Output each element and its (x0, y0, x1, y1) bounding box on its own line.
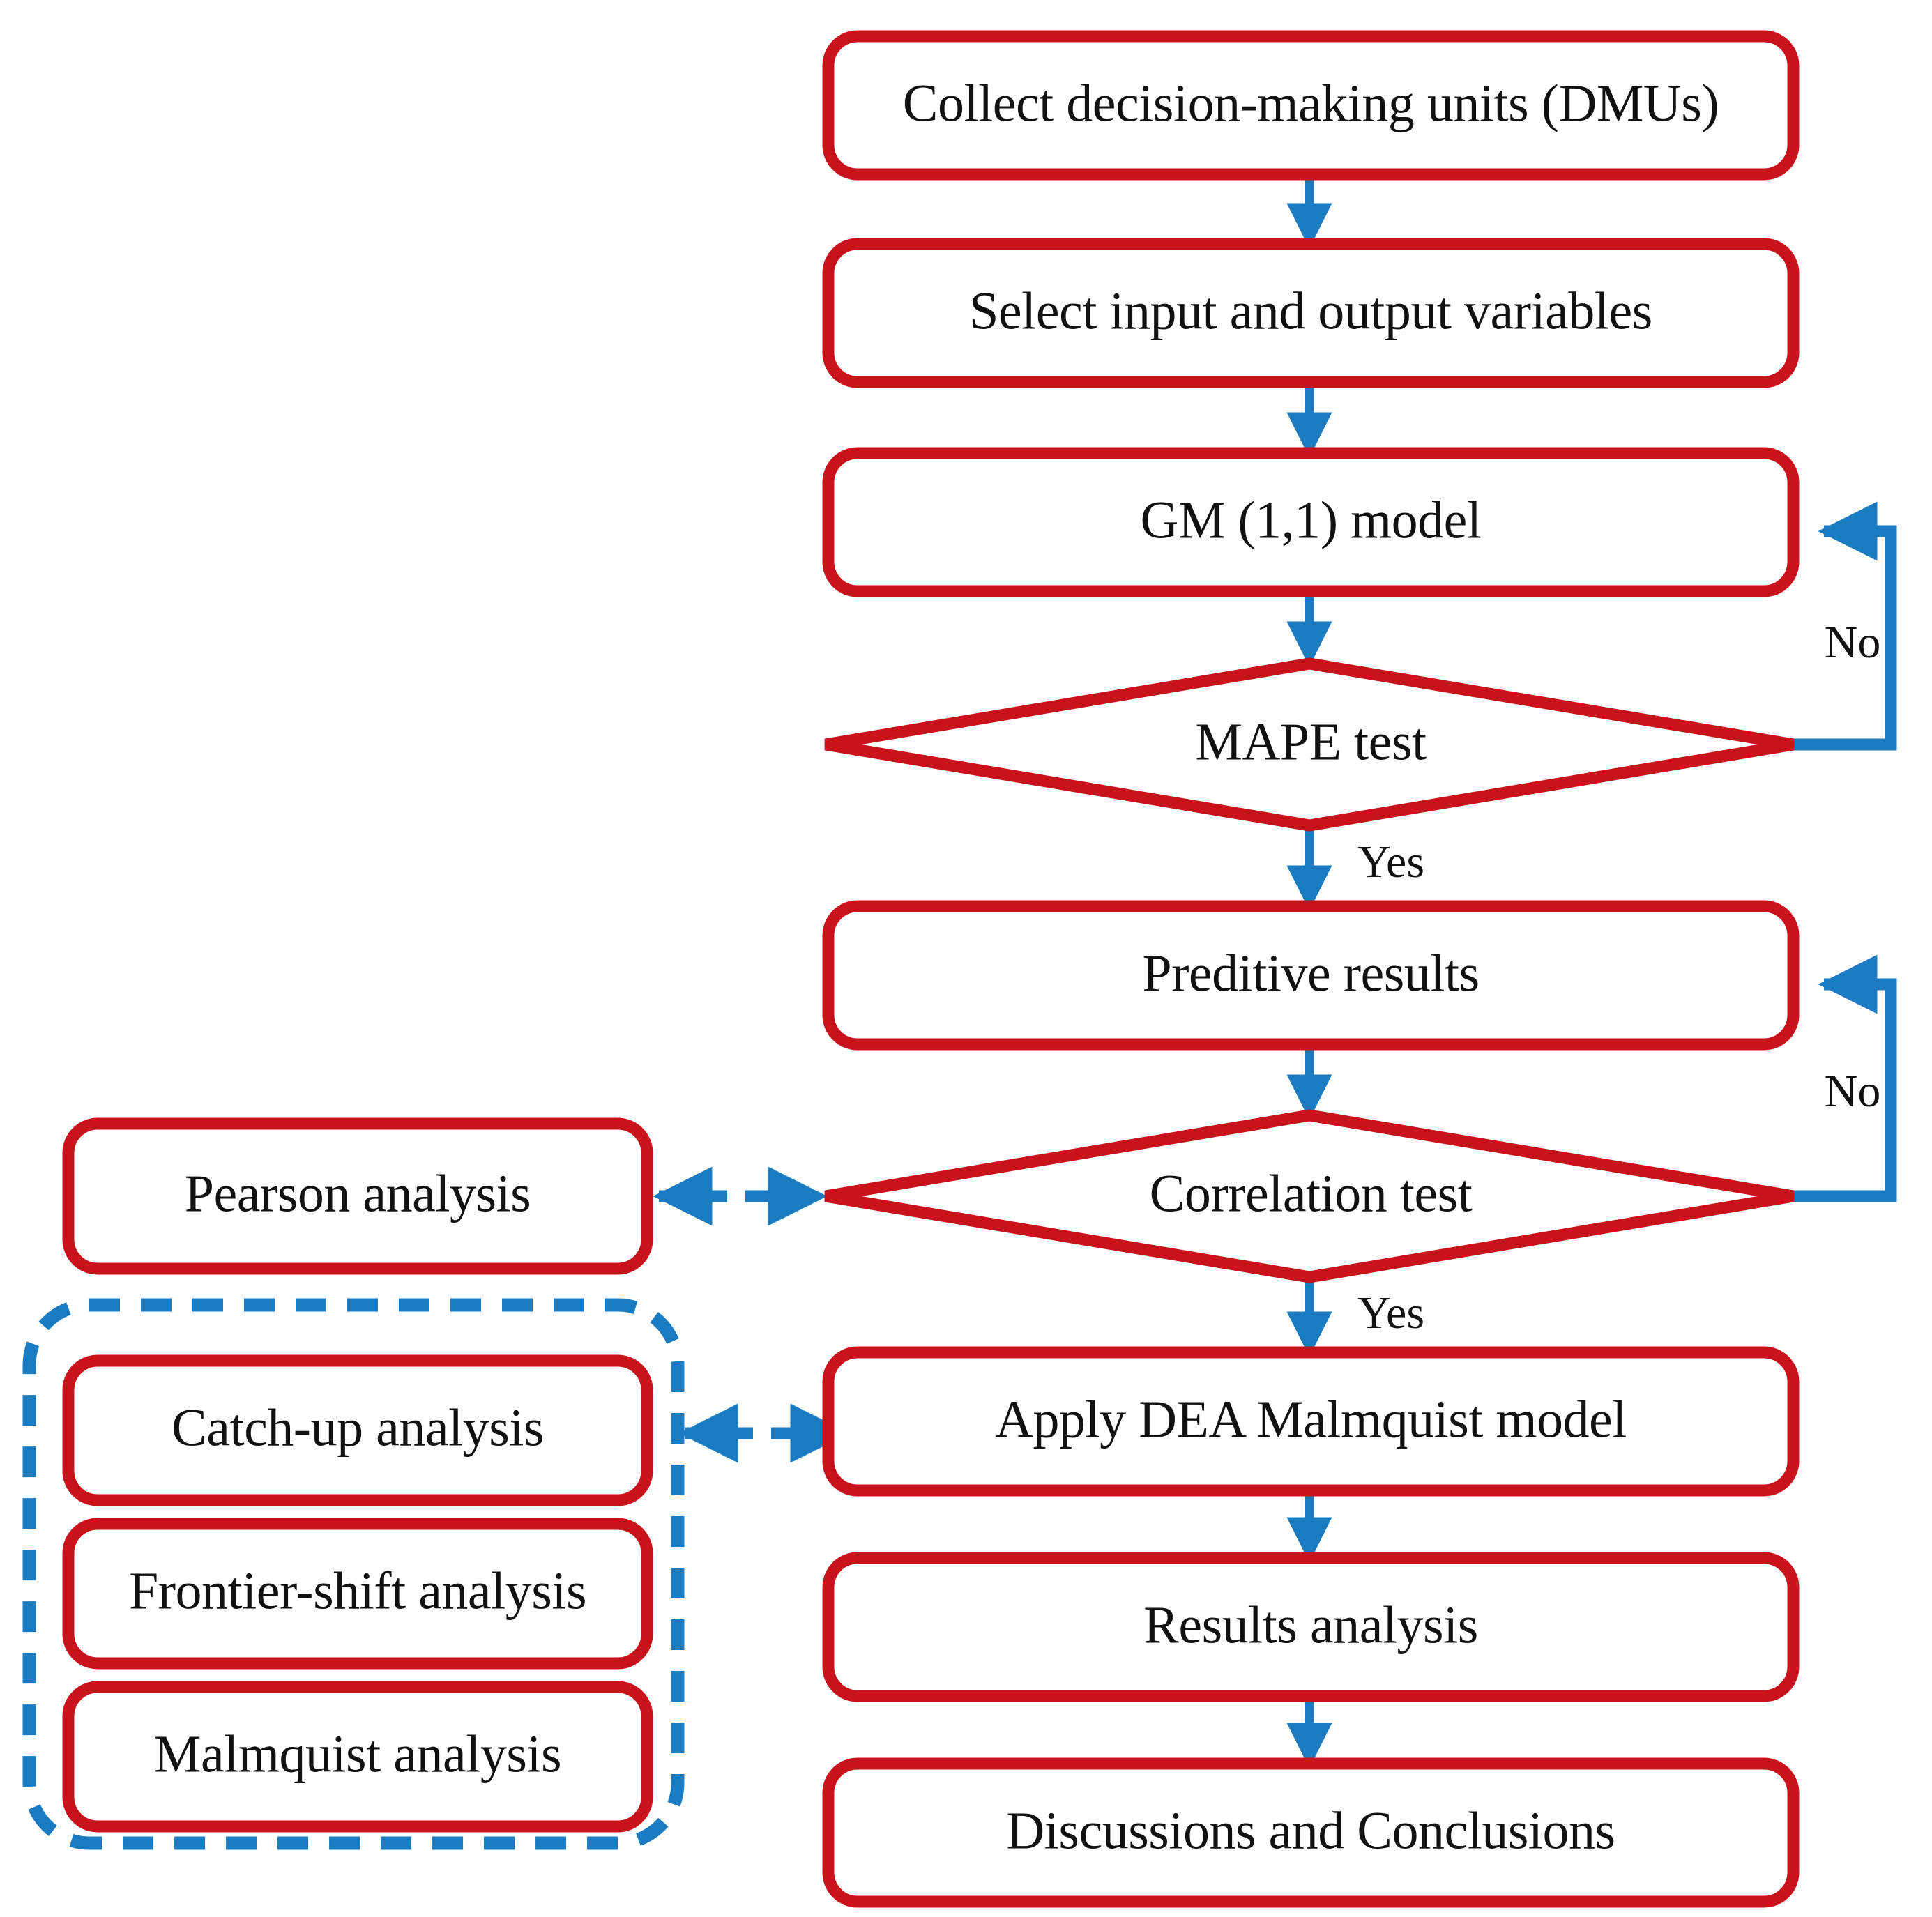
malmquist-analysis-box[interactable] (62, 1681, 653, 1833)
node-correlation-test[interactable]: Correlation test (824, 1109, 1795, 1283)
arrow-correlation-no-feedback (1793, 954, 1897, 1202)
mape-test-diamond[interactable] (824, 657, 1795, 832)
frontier-shift-analysis-box[interactable] (62, 1518, 653, 1670)
select-variables-label: Select input and output variables (969, 282, 1652, 340)
node-malmquist-analysis[interactable]: Malmquist analysis (62, 1681, 653, 1833)
collect-dmus-box[interactable] (822, 30, 1800, 181)
gm-model-label: GM (1,1) model (1140, 491, 1481, 549)
node-discussions-conclusions[interactable]: Discussions and Conclusions (822, 1757, 1800, 1908)
catch-up-analysis-label: Catch-up analysis (172, 1398, 544, 1457)
malmquist-analysis-label: Malmquist analysis (154, 1725, 561, 1783)
correlation-test-label: Correlation test (1150, 1164, 1473, 1223)
node-catch-up-analysis[interactable]: Catch-up analysis (62, 1354, 653, 1506)
node-apply-dea-malmquist[interactable]: Apply DEA Malmquist model (822, 1346, 1800, 1497)
catch-up-analysis-box[interactable] (62, 1354, 653, 1506)
node-collect-dmus[interactable]: Collect decision-making units (DMUs) (822, 30, 1800, 181)
discussions-conclusions-box[interactable] (822, 1757, 1800, 1908)
correlation-test-diamond[interactable] (824, 1109, 1795, 1283)
pearson-analysis-label: Pearson analysis (185, 1164, 531, 1223)
gm-model-box[interactable] (822, 447, 1800, 597)
edge-label-mape-no: No (1825, 617, 1881, 668)
apply-dea-malmquist-box[interactable] (822, 1346, 1800, 1497)
frontier-shift-analysis-label: Frontier-shift analysis (129, 1561, 586, 1620)
mape-test-label: MAPE test (1195, 712, 1427, 771)
node-mape-test[interactable]: MAPE test (824, 657, 1795, 832)
preditive-results-box[interactable] (822, 900, 1800, 1051)
pearson-analysis-box[interactable] (62, 1117, 653, 1275)
apply-dea-malmquist-label: Apply DEA Malmquist model (995, 1390, 1627, 1449)
arrow-mape-no-feedback (1793, 501, 1897, 751)
node-pearson-analysis[interactable]: Pearson analysis (62, 1117, 653, 1275)
results-analysis-label: Results analysis (1143, 1596, 1478, 1654)
malmquist-analysis-group (22, 1298, 685, 1850)
node-preditive-results[interactable]: Preditive results (822, 900, 1800, 1051)
node-results-analysis[interactable]: Results analysis (822, 1552, 1800, 1702)
collect-dmus-label: Collect decision-making units (DMUs) (903, 74, 1719, 132)
preditive-results-label: Preditive results (1142, 944, 1479, 1002)
results-analysis-box[interactable] (822, 1552, 1800, 1702)
node-gm-model[interactable]: GM (1,1) model (822, 447, 1800, 597)
edge-label-correlation-yes: Yes (1357, 1288, 1424, 1338)
edge-label-mape-yes: Yes (1357, 837, 1424, 887)
discussions-conclusions-label: Discussions and Conclusions (1006, 1801, 1615, 1860)
select-variables-box[interactable] (822, 238, 1800, 388)
node-select-variables[interactable]: Select input and output variables (822, 238, 1800, 388)
edge-label-correlation-no: No (1825, 1066, 1881, 1117)
node-frontier-shift-analysis[interactable]: Frontier-shift analysis (62, 1518, 653, 1670)
